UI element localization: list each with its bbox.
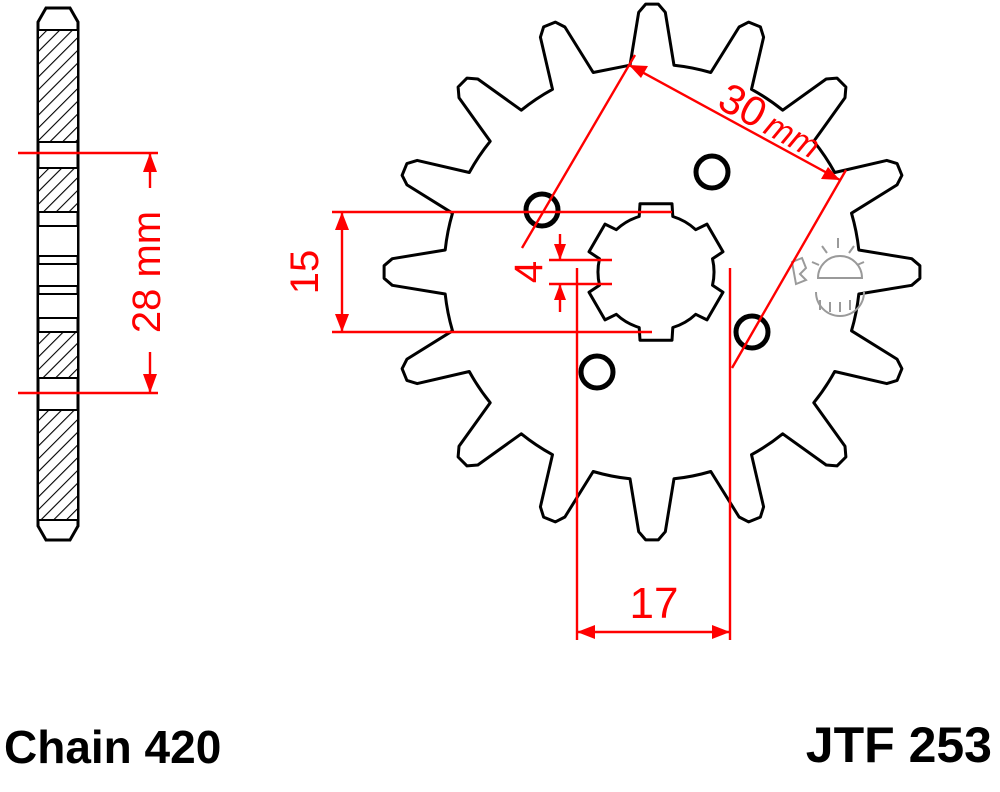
side-hub-segment <box>37 263 79 287</box>
side-hub-segment <box>37 225 79 257</box>
front-view: 15 4 17 30 mm <box>283 2 922 640</box>
side-hub-segment <box>37 293 79 319</box>
side-hatch-top <box>37 29 79 143</box>
chain-size-label: Chain 420 <box>4 721 222 773</box>
side-hatch-mid-upper <box>37 167 79 213</box>
part-number-label: JTF 253 <box>805 717 992 773</box>
side-hatch-mid-lower <box>37 331 79 379</box>
side-profile: 28 mm <box>18 6 169 542</box>
bolt-circle-dimension <box>520 54 848 369</box>
bore-flat-dimension <box>332 210 672 334</box>
bore-flat-label: 15 <box>283 250 327 295</box>
mounting-hole <box>578 353 616 391</box>
side-hatch-bottom <box>37 409 79 521</box>
spline-depth-label: 4 <box>507 261 551 283</box>
brand-logo-icon <box>790 238 865 317</box>
mounting-hole <box>693 153 731 191</box>
chain-width-label: 28 mm <box>125 211 169 333</box>
bore-diameter-label: 17 <box>630 579 679 628</box>
spline-depth-dimension <box>549 234 612 312</box>
bore-diameter-dimension <box>575 268 732 640</box>
mounting-hole <box>523 191 561 229</box>
chain-width-dimension <box>18 151 158 395</box>
